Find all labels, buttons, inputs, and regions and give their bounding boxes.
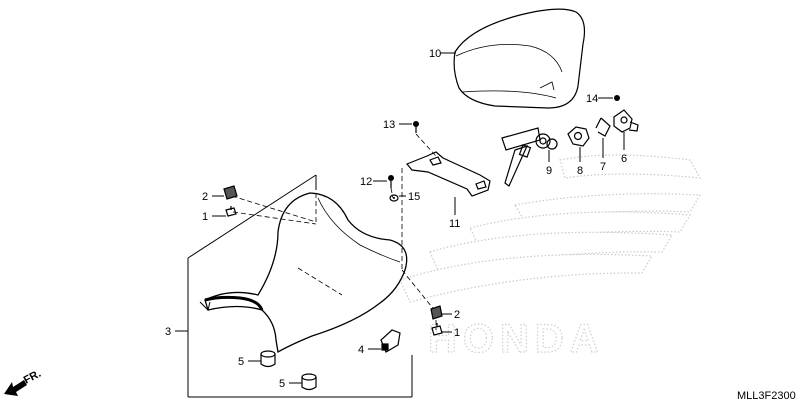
- callout-1-lower: 1: [454, 327, 460, 339]
- leader-lines: [175, 52, 625, 384]
- bolt-12: [388, 175, 394, 188]
- washer-15: [389, 194, 399, 202]
- callout-6: 6: [621, 153, 627, 165]
- callout-11: 11: [449, 218, 460, 230]
- diagram-code: MLL3F2300: [737, 390, 796, 402]
- callout-15: 15: [408, 191, 420, 203]
- callout-1-upper: 1: [202, 211, 208, 223]
- callout-8: 8: [577, 165, 583, 177]
- seat-bracket: [406, 151, 491, 197]
- grommet-1-upper: [225, 206, 237, 217]
- clip-7: [595, 117, 611, 137]
- rear-seat-cowl: [453, 8, 586, 109]
- seat-cushion-5b: [301, 373, 317, 391]
- bolt-14: [614, 95, 620, 101]
- callout-2-upper: 2: [202, 191, 208, 203]
- callout-3: 3: [165, 326, 171, 338]
- callout-7: 7: [600, 161, 606, 173]
- assembly-lines: [231, 133, 437, 330]
- grommet-1-lower: [431, 323, 443, 336]
- callout-4: 4: [358, 344, 364, 356]
- gasket-8: [567, 126, 590, 147]
- callout-labels: 10 14 13 9 8 7 6 12 15 11 2 1 3 2 1 4 5 …: [165, 48, 627, 390]
- rubber-cushion-2-lower: [430, 305, 443, 320]
- callout-2-lower: 2: [454, 309, 460, 321]
- callout-9: 9: [546, 165, 552, 177]
- callout-5-b: 5: [279, 378, 285, 390]
- callout-5-a: 5: [238, 356, 244, 368]
- main-seat: [199, 192, 408, 354]
- callout-12: 12: [360, 176, 372, 188]
- bracket-4: [380, 329, 401, 353]
- seat-lock-assembly: [501, 127, 558, 187]
- callout-10: 10: [429, 48, 441, 60]
- front-direction-arrow: FR.: [4, 368, 43, 396]
- bolt-13: [413, 121, 419, 133]
- direction-label: FR.: [22, 368, 43, 387]
- callout-13: 13: [383, 119, 395, 131]
- callout-14: 14: [586, 93, 598, 105]
- seat-cushion-5a: [260, 350, 276, 368]
- seat-assembly-frame: [187, 174, 413, 398]
- honda-wing-watermark: HONDA: [399, 154, 702, 362]
- rubber-cushion-2-upper: [223, 185, 238, 200]
- honda-watermark-text: HONDA: [428, 317, 605, 361]
- lever-6: [613, 109, 639, 133]
